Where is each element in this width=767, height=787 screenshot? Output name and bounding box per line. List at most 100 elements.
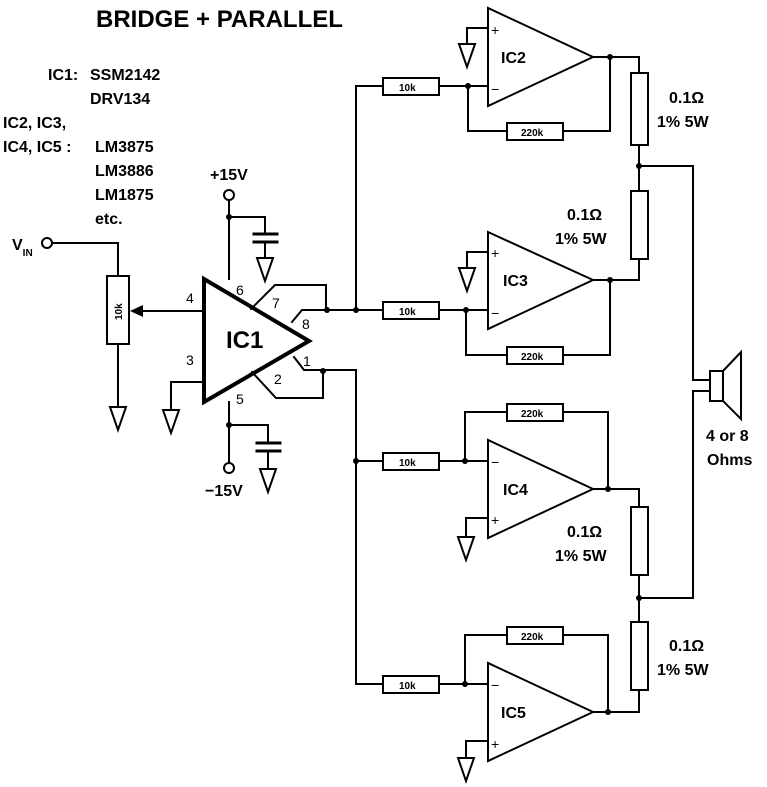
junction-dot	[605, 486, 611, 492]
ground-symbol-ic1-pin3	[161, 409, 181, 437]
wire-ic1-pin3	[170, 381, 205, 409]
ic5-minus-sign: −	[491, 677, 499, 693]
wire-ic4-output	[592, 488, 640, 508]
sense-resistor-ic5-spec: 1% 5W	[657, 662, 709, 679]
note-ic1-part-2: DRV134	[90, 91, 150, 108]
note-ic1-label: IC1:	[48, 67, 78, 84]
ic5-power-amplifier: 10k 220k IC5 − +	[355, 626, 640, 785]
note-ic2-label-line2: IC4, IC5 :	[3, 139, 71, 156]
speaker-impedance-line2: Ohms	[707, 452, 752, 469]
wire-speaker-positive	[638, 165, 711, 381]
feedback-resistor-ic2	[506, 122, 564, 141]
feedback-resistor-ic4	[506, 403, 564, 422]
ic4-label: IC4	[503, 482, 528, 499]
sense-resistor-ic2	[630, 72, 649, 146]
ic3-power-amplifier: 10k 220k IC3 + −	[355, 230, 640, 365]
sense-resistors-positive: 0.1Ω 1% 5W 0.1Ω 1% 5W	[555, 72, 709, 260]
feedback-resistor-ic4-value: 220k	[521, 409, 544, 420]
sense-resistor-ic3	[630, 190, 649, 260]
ic1-pin6-label: 6	[236, 282, 244, 298]
speaker-magnet	[709, 370, 724, 402]
vin-label: VIN	[12, 237, 33, 259]
wire-ic3-feedback	[465, 279, 611, 356]
ground-symbol-pot	[108, 406, 128, 434]
sense-resistor-ic2-value: 0.1Ω	[669, 90, 704, 107]
ic2-plus-sign: +	[491, 22, 499, 38]
minus15v-label: −15V	[205, 483, 243, 500]
wire-speaker-negative	[638, 390, 711, 599]
junction-dot	[320, 368, 326, 374]
bypass-capacitor-bottom	[255, 441, 282, 453]
sense-resistors-negative: 0.1Ω 1% 5W 0.1Ω 1% 5W	[555, 506, 709, 691]
ic1-pin4-label: 4	[186, 290, 194, 306]
speaker-icon	[722, 349, 742, 422]
ic1-pin2-label: 2	[274, 371, 282, 387]
ic5-triangle	[487, 661, 596, 763]
wire-ic1-pin7	[249, 284, 327, 311]
ic4-power-amplifier: 10k 220k IC4 − +	[355, 403, 640, 564]
minus15v-terminal	[223, 462, 235, 474]
schematic-title: BRIDGE + PARALLEL	[96, 6, 343, 33]
ic1-pin7-label: 7	[272, 295, 280, 311]
wire-ic2-noninv-ground	[466, 27, 489, 43]
ic1-pin5-label: 5	[236, 391, 244, 407]
wire-ic2-feedback	[467, 56, 611, 132]
feedback-resistor-ic5	[506, 626, 564, 645]
note-ic2-part-1: LM3875	[95, 139, 154, 156]
sense-resistor-ic4-value: 0.1Ω	[567, 524, 602, 541]
plus15v-label: +15V	[210, 167, 248, 184]
feedback-resistor-ic2-value: 220k	[521, 128, 544, 139]
sense-resistor-ic3-value: 0.1Ω	[567, 207, 602, 224]
ic3-triangle	[487, 230, 596, 331]
ic3-plus-sign: +	[491, 245, 499, 261]
wire-ic5-feedback	[464, 634, 609, 713]
wire-ic4-noninv-ground	[465, 517, 489, 536]
wire-bypass-cap-bottom	[228, 424, 269, 442]
wire-ic4-feedback	[464, 411, 609, 490]
ic3-label: IC3	[503, 273, 528, 290]
sense-resistor-ic4	[630, 506, 649, 576]
ground-symbol-ic2	[457, 43, 477, 71]
ic3-minus-sign: −	[491, 305, 499, 321]
input-resistor-ic4-value: 10k	[399, 458, 416, 469]
wire-ic1-pin1	[292, 355, 355, 371]
sense-resistor-ic2-spec: 1% 5W	[657, 114, 709, 131]
feedback-resistor-ic5-value: 220k	[521, 632, 544, 643]
ground-symbol-ic5	[456, 757, 476, 785]
ic1-pin3-label: 3	[186, 352, 194, 368]
input-resistor-ic3-value: 10k	[399, 307, 416, 318]
ground-symbol-ic3	[457, 267, 477, 295]
input-resistor-ic2-value: 10k	[399, 83, 416, 94]
ic1-pin8-label: 8	[302, 316, 310, 332]
junction-dot	[607, 277, 613, 283]
ic2-minus-sign: −	[491, 81, 499, 97]
junction-dot	[324, 307, 330, 313]
ic4-plus-sign: +	[491, 512, 499, 528]
wire-ic2-output	[592, 56, 640, 74]
wire-ic3-noninv-ground	[466, 251, 489, 267]
note-ic2-label-line1: IC2, IC3,	[3, 115, 66, 132]
ic1-triangle	[202, 275, 313, 406]
input-resistor-ic5-value: 10k	[399, 681, 416, 692]
wire-ic5-noninv-ground	[465, 740, 489, 759]
ground-symbol-ic4	[456, 536, 476, 564]
ic4-triangle	[487, 438, 596, 540]
sense-resistor-ic5-value: 0.1Ω	[669, 638, 704, 655]
ic4-minus-sign: −	[491, 454, 499, 470]
note-ic2-part-3: LM1875	[95, 187, 154, 204]
speaker-impedance-line1: 4 or 8	[706, 428, 749, 445]
feedback-resistor-ic3-value: 220k	[521, 352, 544, 363]
wire-ic1-pin8	[290, 309, 357, 324]
note-ic2-part-4: etc.	[95, 211, 123, 228]
wire-bypass-cap-top	[228, 216, 266, 233]
plus15v-terminal	[223, 189, 235, 201]
ic2-label: IC2	[501, 50, 526, 67]
sense-resistor-ic3-spec: 1% 5W	[555, 231, 607, 248]
ic5-plus-sign: +	[491, 736, 499, 752]
wiper-arrow-icon	[130, 305, 143, 317]
ic1-differential-driver: IC1 +15V 6 4 3 −15V 5 7 8 1	[161, 167, 357, 500]
ic2-triangle	[487, 6, 596, 108]
note-ic1-part-1: SSM2142	[90, 67, 160, 84]
ic5-label: IC5	[501, 705, 526, 722]
